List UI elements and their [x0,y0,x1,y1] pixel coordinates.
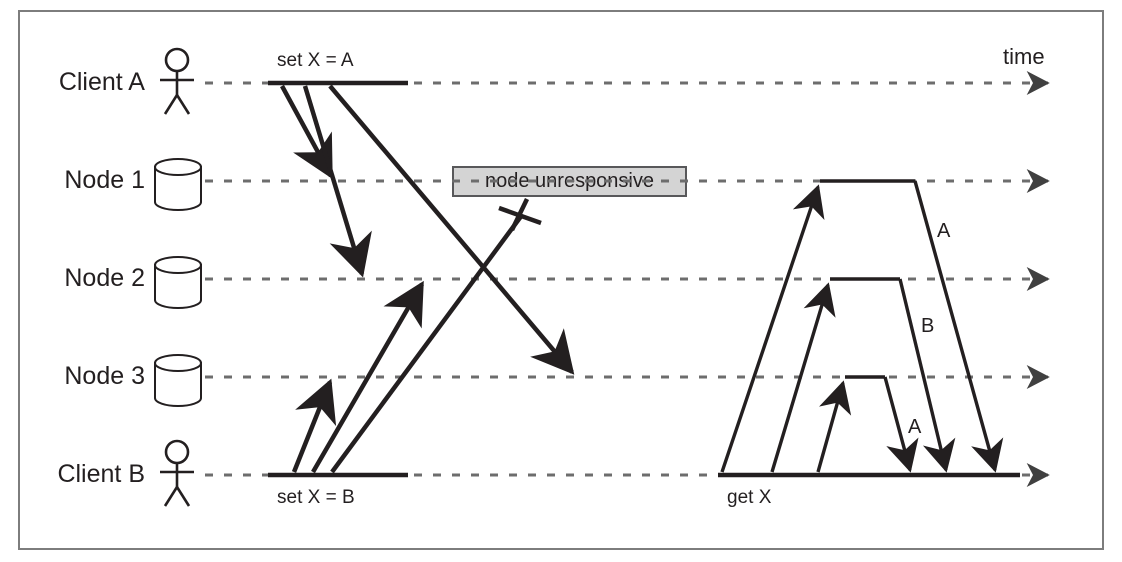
reply-value-node-1: A [937,220,951,242]
reply-value-node-3: A [908,416,922,438]
lane-label-node-3: Node 3 [64,362,145,390]
database-icon-node-1 [154,158,202,211]
actor-icon-client-b [160,439,194,507]
arrow-client-b-get-node-3 [816,380,852,473]
message-label-set-x-b: set X = B [277,487,355,508]
arrow-client-a-to-node-1 [280,84,333,180]
database-icon-node-2 [154,256,202,309]
lane-label-node-1: Node 1 [64,166,145,194]
message-label-get-x: get X [727,487,772,508]
arrow-node-3-reply-a [883,376,919,473]
actor-icon-client-a [160,47,194,115]
arrow-client-b-get-node-2 [770,282,836,473]
lane-label-client-a: Client A [58,68,145,96]
arrow-client-b-get-node-1 [720,184,825,473]
arrow-client-b-to-node-3 [291,378,337,473]
lane-label-node-2: Node 2 [64,264,145,292]
arrow-client-a-to-node-3-lost [328,84,575,375]
x-cross-mark-failed-delivery [498,198,542,231]
arrow-client-b-to-node-2 [311,280,424,474]
message-label-set-x-a: set X = A [277,50,354,71]
lane-label-client-b: Client B [57,460,145,488]
arrow-node-1-reply-a [913,180,1004,473]
reply-value-node-2: B [921,315,935,337]
time-axis-label: time [1003,44,1045,69]
arrow-client-a-to-node-2 [302,85,372,278]
database-icon-node-3 [154,354,202,407]
arrow-node-2-reply-b [898,278,956,473]
arrow-client-b-to-node-1-failed [330,213,524,474]
